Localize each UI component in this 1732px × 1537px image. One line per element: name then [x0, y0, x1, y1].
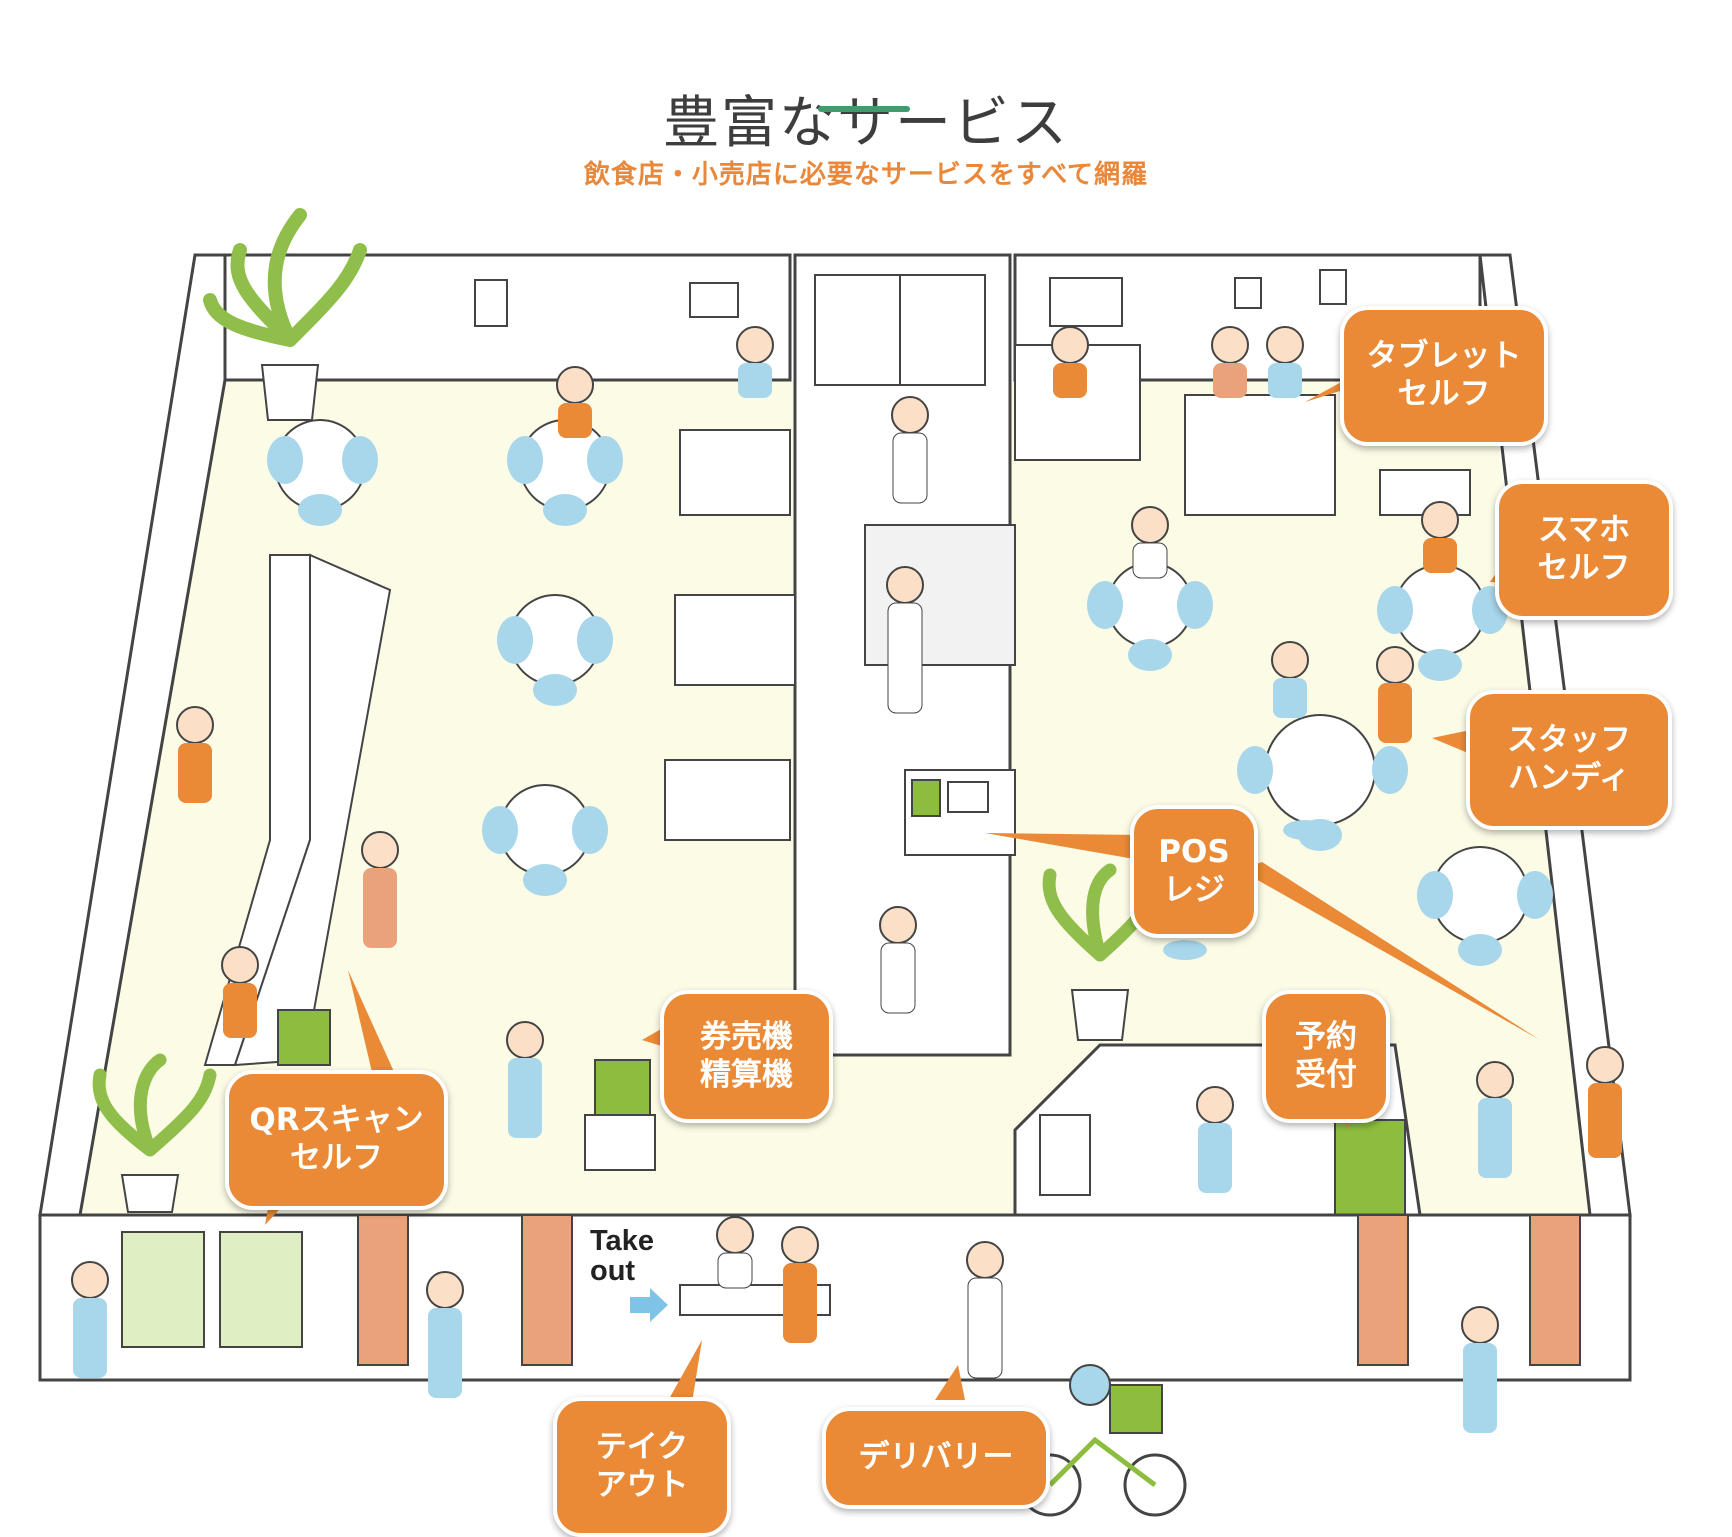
customer-figure — [556, 366, 594, 438]
staff-figure — [1586, 1046, 1624, 1158]
chef-figure — [966, 1241, 1004, 1379]
wall-art — [1234, 277, 1262, 309]
stool — [1163, 940, 1207, 960]
pos-monitor — [947, 781, 989, 813]
booth-counter — [674, 594, 796, 686]
bubble-ticket-machine: 券売機 精算機 — [660, 990, 833, 1123]
title-underline — [818, 106, 910, 112]
customer-figure — [736, 326, 774, 398]
page-title: 豊富なサービス — [663, 90, 1069, 156]
bubble-qr-scan-self: QRスキャン セルフ — [225, 1070, 448, 1210]
customer-figure — [1461, 1306, 1499, 1433]
customer-figure — [1421, 501, 1459, 573]
door — [521, 1214, 573, 1366]
customer-figure — [781, 1226, 819, 1343]
bubble-staff-handy: スタッフ ハンディ — [1466, 690, 1672, 830]
pointer — [660, 1340, 702, 1415]
left-wall — [38, 253, 227, 1217]
door — [1529, 1214, 1581, 1366]
customer-figure — [426, 1271, 464, 1398]
bubble-tablet-self: タブレット セルフ — [1340, 306, 1548, 446]
customer-figure — [1196, 1086, 1234, 1193]
wall-art — [474, 279, 508, 327]
chef-figure — [891, 396, 929, 504]
wall-art — [689, 282, 739, 318]
back-seating — [1379, 469, 1471, 516]
qr-menu-poster — [219, 1231, 303, 1348]
table-set — [507, 419, 623, 526]
table-set — [1087, 562, 1213, 671]
staff-figure — [1376, 646, 1414, 743]
takeout-sign: Take out — [590, 1225, 654, 1287]
customer-figure — [1131, 506, 1169, 579]
stool — [1283, 820, 1327, 840]
customer-figure — [1266, 326, 1304, 398]
customer-figure — [1476, 1061, 1514, 1178]
customer-figure — [71, 1261, 109, 1378]
door — [1357, 1214, 1409, 1366]
bubble-takeout: テイク アウト — [553, 1397, 731, 1537]
wall-menu-board — [1039, 1114, 1091, 1196]
qr-menu-poster — [121, 1231, 205, 1348]
staff-figure — [176, 706, 214, 803]
takeout-arrow — [630, 1288, 668, 1322]
bubble-pos-register: POS レジ — [1130, 805, 1258, 938]
chef-figure — [716, 1216, 754, 1289]
pointer — [935, 1365, 965, 1400]
customer-figure — [1271, 641, 1309, 718]
potted-plant — [203, 208, 367, 421]
pointer — [348, 970, 400, 1085]
customer-figure — [506, 1021, 544, 1138]
pointer — [1240, 862, 1540, 1040]
pointer — [985, 833, 1140, 860]
page-subtitle: 飲食店・小売店に必要なサービスをすべて網羅 — [583, 160, 1149, 190]
booth-counter — [664, 759, 791, 841]
potted-plant — [92, 1053, 217, 1213]
chef-figure — [879, 906, 917, 1014]
table-set — [267, 419, 378, 526]
pos-terminal — [911, 779, 941, 817]
bubble-reservation: 予約 受付 — [1262, 990, 1390, 1123]
wall-art — [1049, 277, 1123, 327]
customer-figure — [361, 831, 399, 948]
long-counter-front — [233, 553, 392, 1067]
table-set — [1377, 564, 1508, 681]
staff-figure — [221, 946, 259, 1038]
customer-figure — [1051, 326, 1089, 398]
ticket-machine-stand — [584, 1114, 656, 1171]
reservation-kiosk — [1334, 1119, 1406, 1221]
wall-art — [1319, 269, 1347, 305]
customer-figure — [1211, 326, 1249, 398]
chef-figure — [886, 566, 924, 714]
booth-counter — [679, 429, 791, 516]
bubble-smartphone-self: スマホ セルフ — [1495, 480, 1673, 620]
table-set — [482, 784, 608, 896]
delivery-bicycle — [1018, 1364, 1187, 1517]
table-set — [1417, 846, 1553, 966]
door — [357, 1214, 409, 1366]
bubble-delivery: デリバリー — [822, 1407, 1050, 1509]
back-seating — [1184, 394, 1336, 516]
self-checkout-kiosk — [277, 1009, 331, 1066]
table-set — [497, 594, 613, 706]
